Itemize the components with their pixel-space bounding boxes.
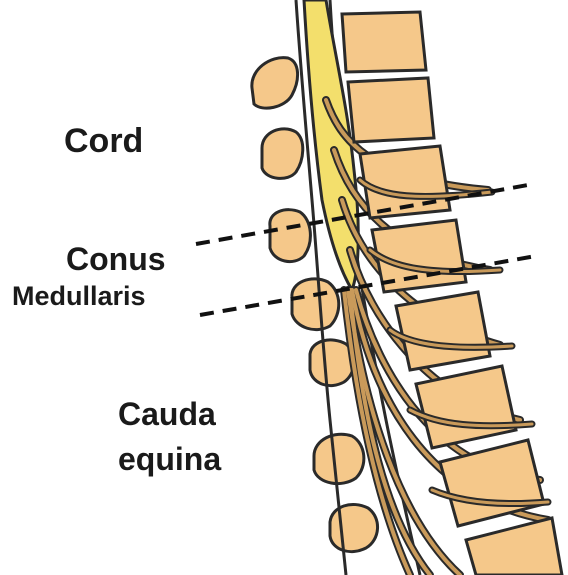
spinous-process-2: [262, 129, 303, 179]
label-medullaris: Medullaris: [12, 283, 146, 310]
spinous-process-1: [252, 58, 298, 109]
label-cauda: Cauda: [118, 398, 216, 430]
spinous-process-3: [270, 210, 311, 262]
spinous-process-4: [292, 279, 339, 330]
label-equina: equina: [118, 443, 221, 475]
conus-lower-dashed-line: [200, 256, 536, 315]
label-conus: Conus: [66, 243, 166, 275]
vertebral-bodies: [342, 12, 562, 575]
vertebral-body-2: [348, 78, 434, 142]
vertebral-body-1: [342, 12, 426, 72]
vertebral-body-8: [466, 518, 562, 575]
conus-upper-dashed-line: [196, 185, 528, 244]
spinous-process-6: [314, 434, 364, 483]
spinous-process-7: [330, 504, 378, 551]
label-cord: Cord: [64, 124, 143, 158]
vertebral-body-5: [396, 292, 490, 370]
